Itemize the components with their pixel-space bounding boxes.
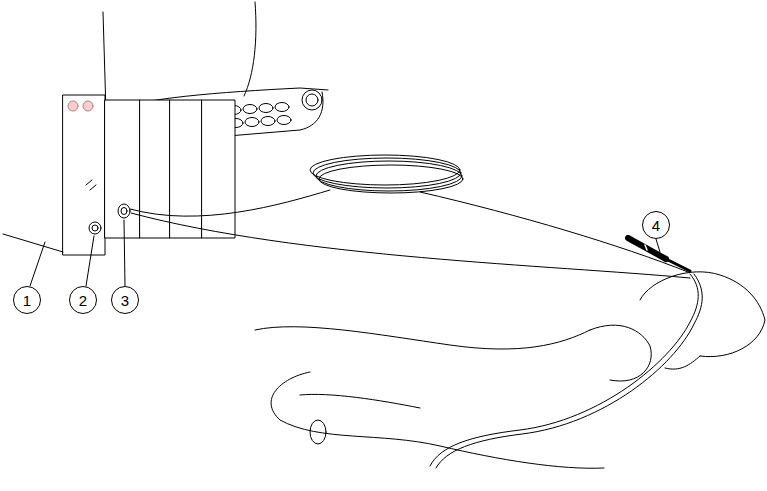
plug: [121, 208, 127, 215]
catheter: [436, 274, 702, 468]
callout-number: 2: [79, 293, 87, 308]
module: [170, 100, 202, 238]
indicator: [68, 101, 78, 111]
probe: [628, 238, 666, 259]
socket: [89, 222, 101, 234]
patient-body: [300, 394, 420, 408]
probe: [666, 259, 690, 271]
indicator: [83, 101, 93, 111]
cable: [130, 190, 330, 216]
module: [202, 100, 235, 238]
table-edge: [3, 234, 63, 252]
module-marking: [86, 180, 96, 190]
monitor-edge: [244, 2, 256, 96]
callout-circle: 2: [69, 286, 97, 314]
leader-line: [86, 236, 94, 286]
patient-arm: [590, 325, 651, 381]
leader-line: [656, 239, 660, 252]
cable: [131, 213, 690, 278]
callout-outline: [112, 287, 139, 314]
module: [63, 95, 105, 255]
probe-band: [645, 245, 647, 250]
leader-line: [30, 242, 45, 286]
plug: [118, 204, 130, 218]
callout-outline: [70, 287, 97, 314]
callout-outline: [14, 287, 41, 314]
patient-neck: [665, 356, 700, 369]
callout-number: 1: [23, 293, 31, 308]
cable-coil: [310, 155, 463, 193]
callout-number: 3: [121, 293, 129, 308]
callout-outline: [643, 212, 670, 239]
cable: [420, 192, 688, 272]
knob: [302, 90, 322, 110]
callout-circle: 1: [13, 286, 41, 314]
callout-circle: 3: [111, 286, 139, 314]
callout-circle: 4: [642, 211, 670, 239]
callout-number: 4: [652, 218, 660, 233]
module: [140, 100, 170, 238]
leader-line: [124, 220, 125, 286]
patient-head: [640, 272, 765, 357]
patient-body: [271, 372, 604, 468]
knob: [306, 94, 318, 106]
module: [105, 100, 140, 238]
patient-body: [255, 327, 590, 349]
socket: [92, 225, 98, 231]
patient-knee: [310, 420, 326, 444]
